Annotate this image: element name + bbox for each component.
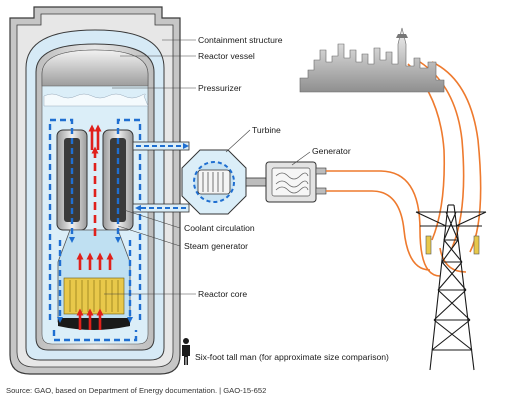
city-skyline-icon xyxy=(299,27,445,93)
vessel-label: Reactor vessel xyxy=(198,51,255,61)
power-lines xyxy=(326,61,482,277)
pressurizer-water xyxy=(43,93,149,107)
generator-label: Generator xyxy=(312,146,351,156)
coolant-label: Coolant circulation xyxy=(184,223,255,233)
coolant-circulation-arrows xyxy=(48,118,142,342)
transmission-tower-icon xyxy=(415,204,487,371)
person-icon xyxy=(182,338,190,365)
turbine-label: Turbine xyxy=(252,125,281,135)
insulators xyxy=(425,235,480,255)
containment-label: Containment structure xyxy=(198,35,283,45)
turbine-shaft xyxy=(245,177,267,187)
core-label: Reactor core xyxy=(198,289,247,299)
man-label: Six-foot tall man (for approximate size … xyxy=(195,352,389,362)
steam-generator-label: Steam generator xyxy=(184,241,248,251)
turbine-icon xyxy=(181,149,247,215)
hot-coolant-arrows xyxy=(76,124,114,330)
steam-pipes xyxy=(132,141,190,213)
reactor-core xyxy=(57,229,131,330)
generator-icon xyxy=(265,161,327,203)
source-note: Source: GAO, based on Department of Ener… xyxy=(6,386,267,395)
pressurizer-label: Pressurizer xyxy=(198,83,242,93)
leader-lines xyxy=(104,39,311,295)
